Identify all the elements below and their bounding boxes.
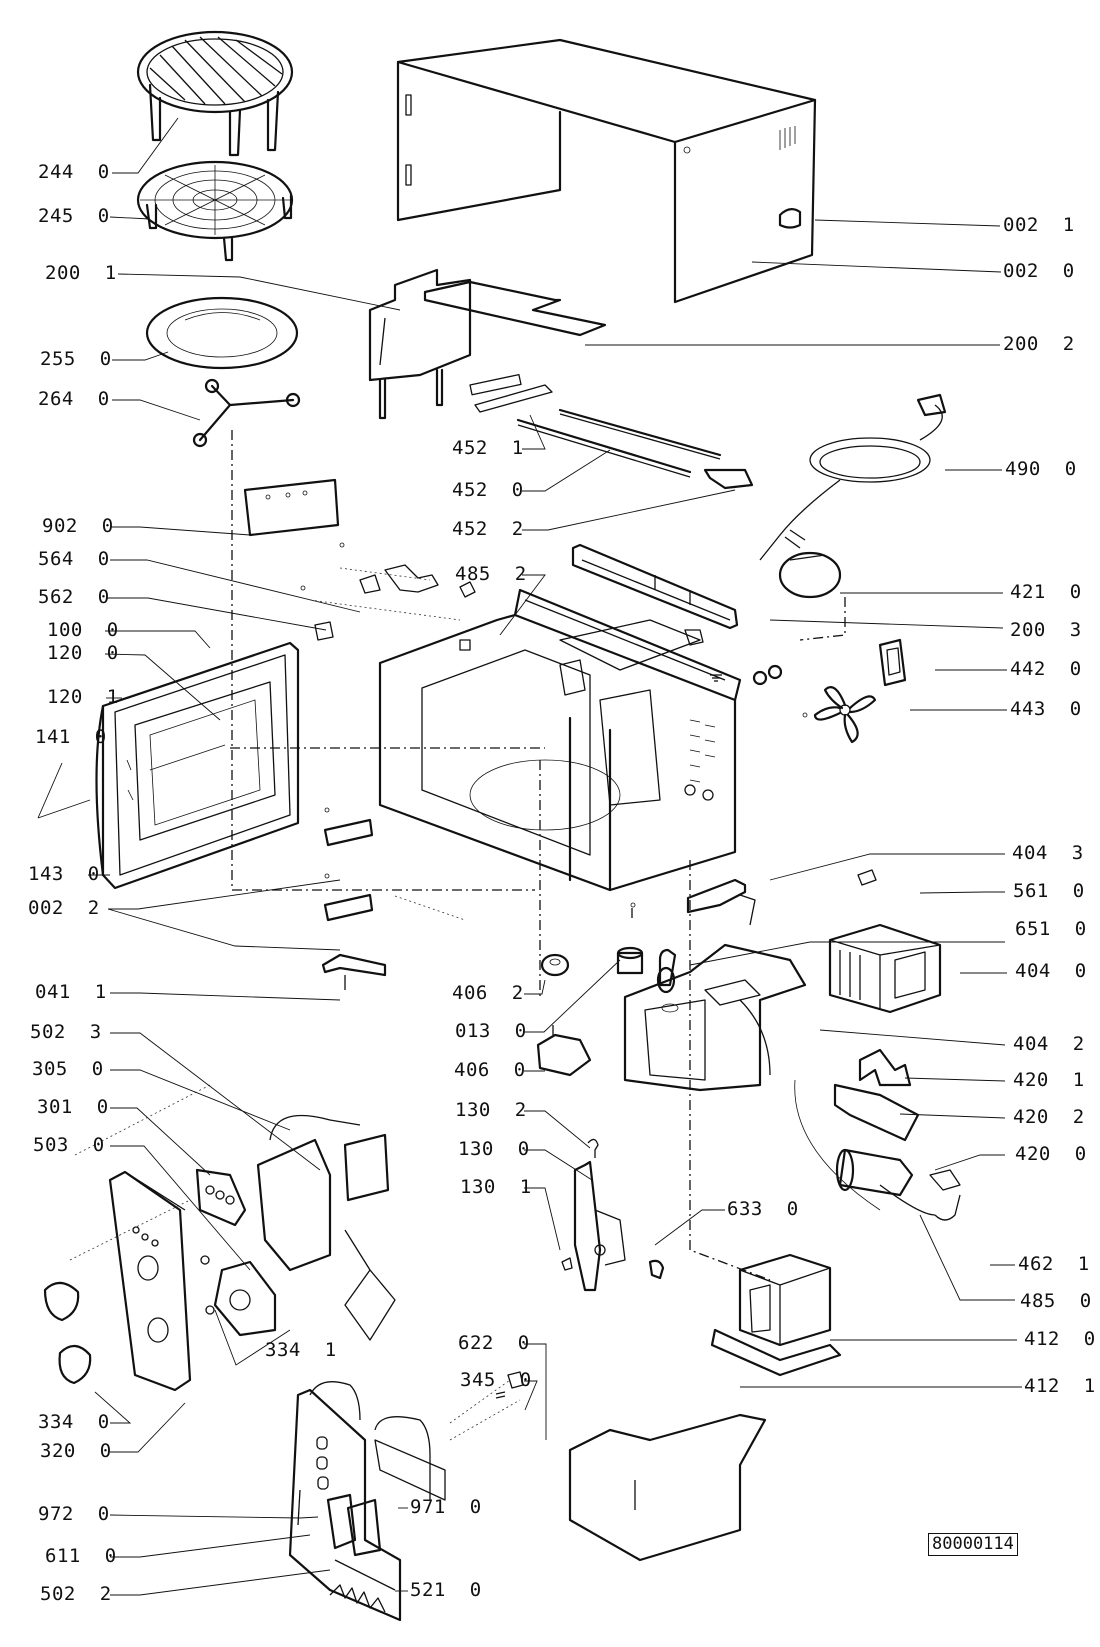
hv-transformer-part: [710, 1253, 842, 1377]
roller-support-part: [192, 378, 301, 448]
part-label-130-0: 130 0: [458, 1138, 530, 1160]
part-label-561-0: 561 0: [1013, 880, 1085, 902]
part-label-130-1: 130 1: [460, 1176, 532, 1198]
part-label-521-0: 521 0: [410, 1579, 482, 1601]
part-label-334-1: 334 1: [265, 1339, 337, 1361]
part-label-562-0: 562 0: [38, 586, 110, 608]
part-label-651-0: 651 0: [1015, 918, 1087, 940]
air-guide-part: [623, 943, 807, 1092]
turntable-motor-part: [536, 946, 644, 1077]
part-label-002-1: 002 1: [1003, 214, 1075, 236]
part-label-130-2: 130 2: [455, 1099, 527, 1121]
part-label-245-0: 245 0: [38, 205, 110, 227]
part-label-002-2: 002 2: [28, 897, 100, 919]
fan-blade-shape: [802, 686, 877, 744]
part-label-141-0: 141 0: [35, 726, 107, 748]
part-label-503-0: 503 0: [33, 1134, 105, 1156]
part-label-485-2: 485 2: [455, 563, 527, 585]
capacitor-part: [794, 1048, 961, 1221]
part-label-443-0: 443 0: [1010, 698, 1082, 720]
part-label-244-0: 244 0: [38, 161, 110, 183]
timer-switch-parts: [195, 1114, 396, 1341]
electronic-board-part: [288, 1371, 524, 1622]
outer-cabinet-part: [396, 38, 817, 304]
part-label-120-1: 120 1: [47, 686, 119, 708]
part-label-041-1: 041 1: [35, 981, 107, 1003]
small-brackets-parts: [630, 869, 877, 994]
part-label-485-0: 485 0: [1020, 1290, 1092, 1312]
part-label-305-0: 305 0: [32, 1058, 104, 1080]
door-hardware-parts: [243, 478, 704, 990]
part-label-200-2: 200 2: [1003, 333, 1075, 355]
part-label-452-2: 452 2: [452, 518, 524, 540]
part-label-452-1: 452 1: [452, 437, 524, 459]
magnetron-part: [828, 923, 942, 1014]
part-label-334-0: 334 0: [38, 1411, 110, 1433]
grill-rack-part: [136, 30, 294, 157]
part-label-972-0: 972 0: [38, 1503, 110, 1525]
part-label-502-3: 502 3: [30, 1021, 102, 1043]
inner-cover-part: [368, 268, 607, 420]
part-label-462-1: 462 1: [1018, 1253, 1090, 1275]
part-label-611-0: 611 0: [45, 1545, 117, 1567]
part-label-420-2: 420 2: [1013, 1106, 1085, 1128]
part-label-564-0: 564 0: [38, 548, 110, 570]
fan-motor-part: [752, 551, 907, 744]
low-rack-part: [136, 160, 294, 262]
leader-lines: [37, 117, 1022, 1596]
ground-symbol-icon: [710, 674, 722, 682]
part-label-100-0: 100 0: [47, 619, 119, 641]
part-label-902-0: 902 0: [42, 515, 114, 537]
part-label-490-0: 490 0: [1005, 458, 1077, 480]
part-label-200-3: 200 3: [1010, 619, 1082, 641]
rear-panel-part: [568, 1413, 767, 1562]
door-part: [95, 641, 300, 890]
door-latch-part: [561, 1138, 665, 1292]
part-label-200-1: 200 1: [45, 262, 117, 284]
part-label-452-0: 452 0: [452, 479, 524, 501]
part-label-404-0: 404 0: [1015, 960, 1087, 982]
part-label-421-0: 421 0: [1010, 581, 1082, 603]
part-label-143-0: 143 0: [28, 863, 100, 885]
part-label-633-0: 633 0: [727, 1198, 799, 1220]
part-label-264-0: 264 0: [38, 388, 110, 410]
front-bar-part: [571, 543, 739, 630]
part-label-971-0: 971 0: [410, 1496, 482, 1518]
part-label-442-0: 442 0: [1010, 658, 1082, 680]
part-label-412-0: 412 0: [1024, 1328, 1096, 1350]
part-label-420-1: 420 1: [1013, 1069, 1085, 1091]
part-label-345-0: 345 0: [460, 1369, 532, 1391]
part-label-404-2: 404 2: [1013, 1033, 1085, 1055]
part-label-502-2: 502 2: [40, 1583, 112, 1605]
control-panel-part: [43, 1170, 192, 1392]
part-label-406-0: 406 0: [454, 1059, 526, 1081]
drawing-reference-number: 80000114: [928, 1533, 1018, 1556]
oven-cavity-part: [378, 588, 742, 892]
part-label-406-2: 406 2: [452, 982, 524, 1004]
grill-element-part: [469, 373, 754, 490]
part-label-320-0: 320 0: [40, 1440, 112, 1462]
part-label-622-0: 622 0: [458, 1332, 530, 1354]
power-cord-part: [759, 393, 947, 561]
part-label-404-3: 404 3: [1012, 842, 1084, 864]
part-label-120-0: 120 0: [47, 642, 119, 664]
part-label-013-0: 013 0: [455, 1020, 527, 1042]
glass-turntable-part: [145, 296, 299, 370]
part-label-412-1: 412 1: [1024, 1375, 1096, 1397]
part-label-301-0: 301 0: [37, 1096, 109, 1118]
part-label-255-0: 255 0: [40, 348, 112, 370]
part-label-002-0: 002 0: [1003, 260, 1075, 282]
part-label-420-0: 420 0: [1015, 1143, 1087, 1165]
